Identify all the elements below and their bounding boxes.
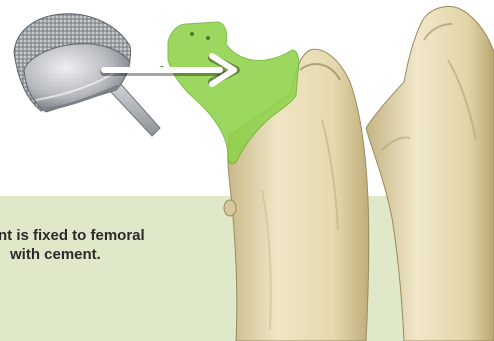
caption-line-2: with cement. — [10, 245, 250, 264]
caption-text: nt is fixed to femoral with cement. — [0, 226, 240, 264]
caption-line-1: nt is fixed to femoral — [0, 226, 238, 245]
femur-right — [366, 6, 494, 341]
